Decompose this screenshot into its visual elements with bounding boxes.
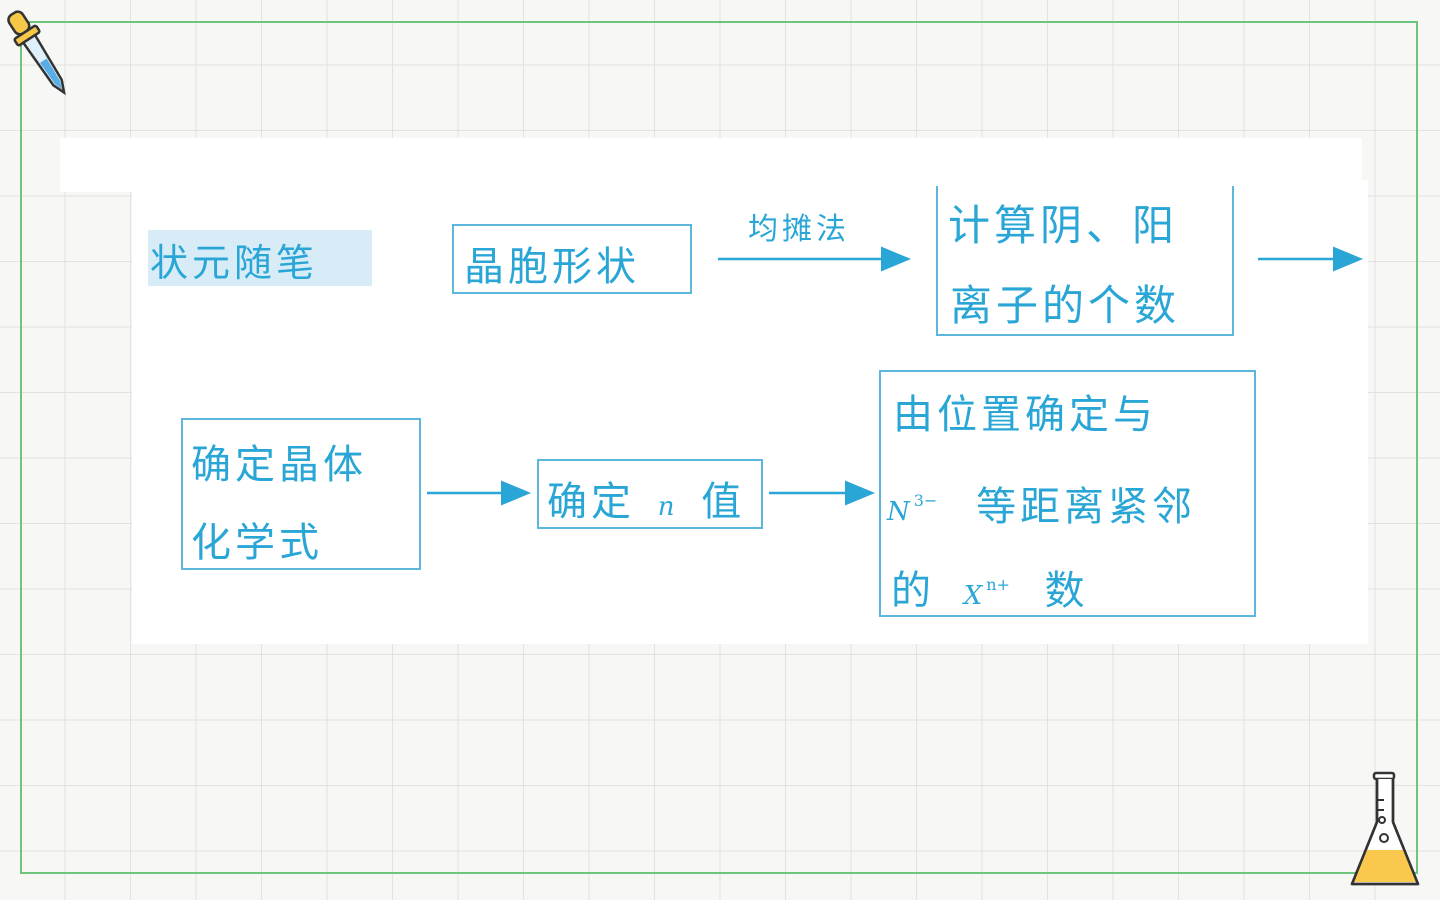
page-frame bbox=[20, 21, 1418, 874]
title-label: 状元随笔 bbox=[150, 241, 319, 285]
arrow-method-label: 均摊法 bbox=[748, 212, 850, 247]
box-n-var: n bbox=[657, 492, 679, 522]
ion-x: X bbox=[963, 581, 987, 611]
ion-n-charge: 3− bbox=[913, 491, 938, 510]
box-n-value: 确定 n 值 bbox=[537, 459, 763, 529]
ion-n: N bbox=[887, 497, 914, 527]
box-position-line2-text: 等距离紧邻 bbox=[976, 484, 1197, 530]
box-n-value-label: 确定 n 值 bbox=[547, 469, 745, 527]
box-position-line3: 的 Xn+ 数 bbox=[891, 558, 1089, 616]
box-position: 由位置确定与 N3− 等距离紧邻 的 Xn+ 数 bbox=[879, 370, 1256, 617]
dropper-icon bbox=[7, 10, 66, 96]
box-n-prefix: 确定 bbox=[547, 479, 635, 525]
box-ion-count: 计算阴、阳 离子的个数 bbox=[936, 186, 1234, 336]
box-formula: 确定晶体 化学式 bbox=[181, 418, 421, 570]
box-n-suffix: 值 bbox=[701, 479, 746, 525]
box-cell-shape: 晶胞形状 bbox=[452, 224, 692, 294]
title-highlight bbox=[148, 230, 372, 286]
ion-x-charge: n+ bbox=[986, 575, 1010, 594]
box-position-line3-suffix: 数 bbox=[1044, 568, 1089, 614]
box-position-line1: 由位置确定与 bbox=[893, 392, 1157, 438]
box-ion-count-line2: 离子的个数 bbox=[950, 281, 1181, 330]
box-position-line3-prefix: 的 bbox=[891, 568, 935, 614]
box-cell-shape-label: 晶胞形状 bbox=[464, 244, 640, 290]
box-position-line2: N3− 等距离紧邻 bbox=[887, 474, 1196, 532]
flask-icon bbox=[1350, 771, 1420, 886]
box-formula-line2: 化学式 bbox=[191, 520, 323, 566]
box-ion-count-line1: 计算阴、阳 bbox=[948, 201, 1179, 250]
box-formula-line1: 确定晶体 bbox=[191, 442, 367, 488]
